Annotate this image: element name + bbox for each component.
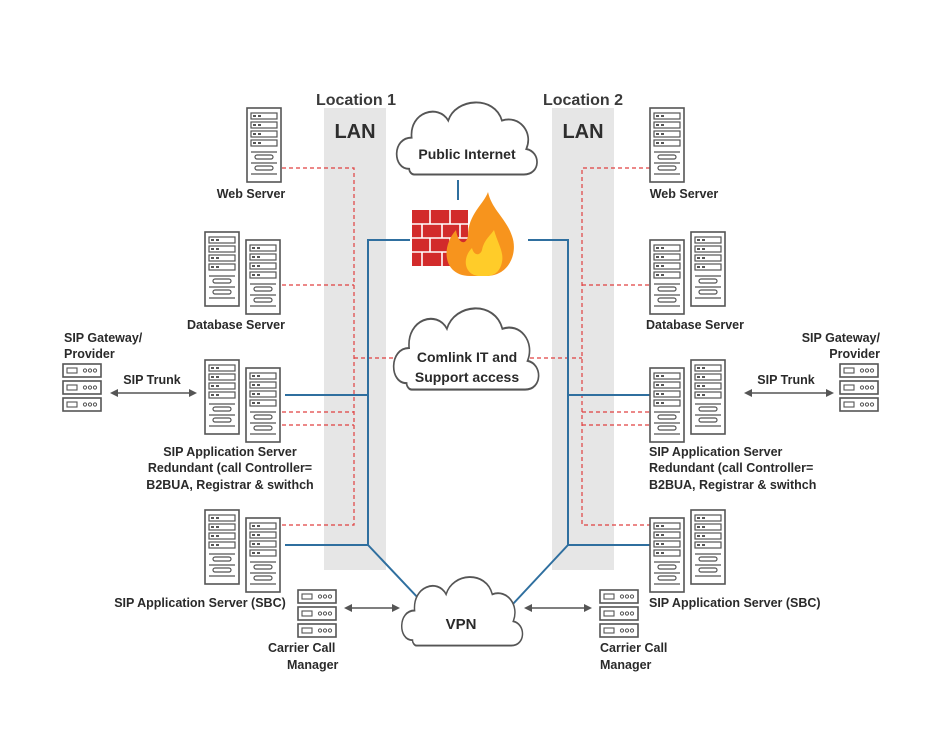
- sip-app-left-line3: B2BUA, Registrar & swithch: [146, 478, 313, 492]
- comlink-label-line2: Support access: [415, 369, 519, 385]
- sip-app-right-line3: B2BUA, Registrar & swithch: [649, 478, 816, 492]
- vpn-label: VPN: [446, 616, 477, 633]
- lan-band-right: [552, 108, 614, 570]
- web-server-left-label: Web Server: [217, 187, 286, 201]
- sip-gateway-left-line1: SIP Gateway/: [64, 331, 143, 345]
- database-server-left-icon: [204, 231, 281, 315]
- sbc-server-right-icon: [649, 509, 726, 593]
- database-server-right-icon: [649, 231, 726, 315]
- web-server-left-icon: [246, 107, 282, 183]
- sbc-server-left-icon: [204, 509, 281, 593]
- lan-links: [285, 180, 650, 606]
- sip-gateway-right-line1: SIP Gateway/: [802, 331, 881, 345]
- lan-label-left: LAN: [334, 121, 375, 143]
- sbc-left-label: SIP Application Server (SBC): [114, 596, 286, 610]
- carrier-left-icon: [298, 590, 336, 637]
- database-server-right-label: Database Server: [646, 318, 744, 332]
- sip-trunk-left-label: SIP Trunk: [123, 373, 180, 387]
- carrier-right-icon: [600, 590, 638, 637]
- sip-app-server-right-icon: [649, 359, 726, 443]
- comlink-cloud: Comlink IT and Support access: [392, 307, 540, 391]
- location-2-title: Location 2: [543, 92, 623, 109]
- sip-app-right-line2: Redundant (call Controller=: [649, 461, 813, 475]
- web-server-right-icon: [649, 107, 685, 183]
- carrier-right-line2: Manager: [600, 658, 652, 672]
- sip-gateway-right-icon: [840, 364, 878, 411]
- mgmt-links-right: [530, 167, 650, 526]
- sip-trunk-right-label: SIP Trunk: [757, 373, 814, 387]
- sip-gateway-right-line2: Provider: [829, 347, 880, 361]
- firewall-icon: [412, 192, 514, 276]
- database-server-left-label: Database Server: [187, 318, 285, 332]
- sbc-right-label: SIP Application Server (SBC): [649, 596, 821, 610]
- lan-label-right: LAN: [562, 121, 603, 143]
- carrier-left-line1: Carrier Call: [268, 641, 335, 655]
- web-server-right-label: Web Server: [650, 187, 719, 201]
- sip-app-left-line2: Redundant (call Controller=: [148, 461, 312, 475]
- sip-app-left-line1: SIP Application Server: [163, 445, 297, 459]
- sip-app-right-line1: SIP Application Server: [649, 445, 783, 459]
- location-1-title: Location 1: [316, 92, 396, 109]
- sip-gateway-left-line2: Provider: [64, 347, 115, 361]
- sip-app-server-left-icon: [204, 359, 281, 443]
- comlink-label-line1: Comlink IT and: [417, 349, 517, 365]
- public-internet-label: Public Internet: [418, 146, 516, 162]
- sip-gateway-left-icon: [63, 364, 101, 411]
- carrier-left-line2: Manager: [287, 658, 339, 672]
- lan-band-left: [324, 108, 386, 570]
- carrier-right-line1: Carrier Call: [600, 641, 667, 655]
- vpn-cloud: VPN: [400, 576, 524, 647]
- public-internet-cloud: Public Internet: [395, 101, 539, 176]
